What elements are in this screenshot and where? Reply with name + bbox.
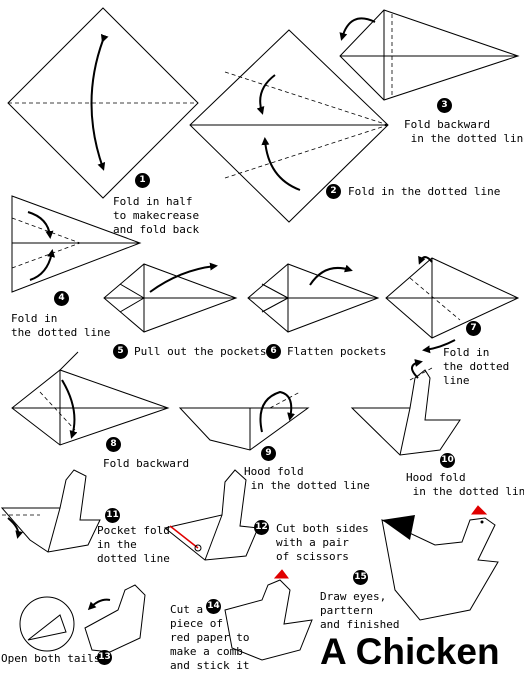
step-4-figure bbox=[11, 195, 142, 293]
step-6-number: 6 bbox=[266, 344, 281, 359]
step-10-figure bbox=[350, 359, 461, 456]
step-11-figure bbox=[0, 469, 101, 553]
step-12-caption: Cut both sides with a pair of scissors bbox=[276, 522, 369, 563]
step-7-number: 7 bbox=[466, 321, 481, 336]
step-1-caption: Fold in half to makecrease and fold back bbox=[113, 195, 200, 236]
step-14-figure bbox=[224, 569, 313, 661]
step-12-figure bbox=[163, 469, 259, 561]
step-12-number: 12 bbox=[254, 520, 269, 535]
page-title: A Chicken bbox=[320, 631, 500, 672]
step-3-number: 3 bbox=[437, 98, 452, 113]
step-2-number: 2 bbox=[326, 184, 341, 199]
step-10-number: 10 bbox=[440, 453, 455, 468]
step-7-caption: Fold in the dotted line bbox=[443, 346, 510, 387]
step-13-caption: Open both tails bbox=[1, 652, 101, 665]
step-5-figure bbox=[103, 262, 238, 333]
step-13-figure bbox=[19, 584, 146, 653]
step-3-caption: Fold backward in the dotted line bbox=[404, 118, 524, 145]
step-11-caption: Pocket fold in the dotted line bbox=[97, 524, 170, 565]
step-13-number: 13 bbox=[97, 650, 112, 665]
step-9-caption: Hood fold in the dotted line bbox=[244, 465, 370, 492]
step-10-caption: Hood fold in the dotted line bbox=[406, 471, 524, 498]
step-1-number: 1 bbox=[135, 173, 150, 188]
step-9-figure bbox=[178, 390, 310, 451]
step-1-figure bbox=[7, 7, 199, 199]
step-2-figure bbox=[189, 29, 389, 223]
step-15-caption: Draw eyes, parttern and finished bbox=[320, 590, 400, 631]
step-11-number: 11 bbox=[105, 508, 120, 523]
step-4-caption: Fold in the dotted line bbox=[11, 312, 111, 339]
step-8-caption: Fold backward bbox=[103, 457, 190, 470]
step-5-caption: Pull out the pockets bbox=[134, 345, 267, 358]
step-14-number: 14 bbox=[206, 599, 221, 614]
step-4-number: 4 bbox=[54, 291, 69, 306]
step-8-number: 8 bbox=[106, 437, 121, 452]
step-3-figure bbox=[339, 9, 520, 101]
step-8-figure bbox=[11, 351, 170, 446]
step-9-number: 9 bbox=[261, 446, 276, 461]
step-6-figure bbox=[247, 263, 380, 333]
step-14-caption: Cut a piece of red paper to make a comb … bbox=[170, 603, 250, 672]
step-7-figure bbox=[385, 255, 520, 354]
step-2-caption: Fold in the dotted line bbox=[348, 185, 501, 198]
step-5-number: 5 bbox=[113, 344, 128, 359]
step-15-figure bbox=[381, 505, 499, 621]
step-15-number: 15 bbox=[353, 570, 368, 585]
step-6-caption: Flatten pockets bbox=[287, 345, 387, 358]
